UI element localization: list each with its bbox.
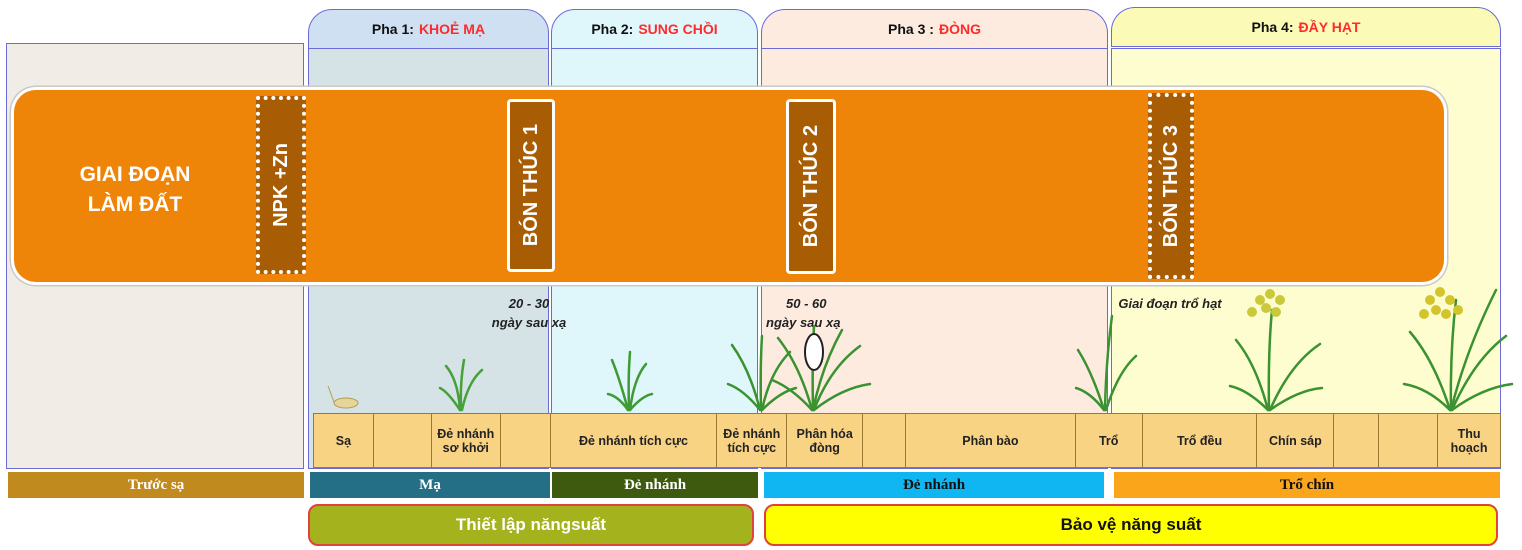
fertilizer-top-dressing-3: BÓN THÚC 3 <box>1148 93 1194 279</box>
main-process-bar <box>14 90 1444 282</box>
phase-4-name: ĐẦY HẠT <box>1298 19 1361 35</box>
stage-cell <box>1334 414 1380 467</box>
phase-1-name: KHOẺ MẠ <box>418 21 486 37</box>
stage-cell: Sạ <box>314 414 374 467</box>
phase-4-header: Pha 4:ĐẦY HẠT <box>1111 7 1501 47</box>
stage-cell: Thu hoạch <box>1450 426 1488 455</box>
growth-stage-row: Sạ Đẻ nhánh sơ khởi Đẻ nhánh tích cực Đẻ… <box>313 413 1501 468</box>
stage-cell: Phân hóa đòng <box>787 414 864 467</box>
band-seedling: Mạ <box>310 472 550 498</box>
stage-cell: Đẻ nhánh tích cực <box>717 414 788 467</box>
phase-4-prefix: Pha 4: <box>1251 19 1294 35</box>
fertilizer-top-dressing-2: BÓN THÚC 2 <box>786 99 836 274</box>
stage-cell: Trổ <box>1076 414 1143 467</box>
phase-2-header: Pha 2:SUNG CHỒI <box>551 9 758 49</box>
fertilizer-top-dressing-1: BÓN THÚC 1 <box>507 99 555 272</box>
phase-3-header: Pha 3 :ĐÒNG <box>761 9 1108 49</box>
top-dressing-1-timing: 20 - 30 ngày sau xạ <box>470 294 588 332</box>
stage-cell: Trổ đều <box>1143 414 1258 467</box>
land-preparation-label: GIAI ĐOẠN LÀM ĐẤT <box>79 163 191 216</box>
stage-cell: Phân bào <box>906 414 1076 467</box>
band-tillering-early: Đẻ nhánh <box>552 472 758 498</box>
fertilizer-top-dressing-1-label: BÓN THÚC 1 <box>519 124 542 247</box>
stage-cell: Chín sáp <box>1257 414 1335 467</box>
stage-cell <box>863 414 907 467</box>
phase-1-header: Pha 1:KHOẺ MẠ <box>308 9 549 49</box>
top-dressing-2-unit: ngày sau xạ <box>766 315 841 330</box>
band-heading-ripening: Trổ chín <box>1114 472 1500 498</box>
top-dressing-3-timing: Giai đoạn trổ hạt <box>1118 296 1222 311</box>
top-dressing-2-days: 50 - 60 <box>786 296 827 311</box>
band-pre-sowing: Trước sạ <box>8 472 304 498</box>
top-dressing-2-timing: 50 - 60 ngày sau xạ <box>756 294 874 332</box>
stage-cell <box>501 414 551 467</box>
phase-2-name: SUNG CHỒI <box>638 21 718 37</box>
stage-cell: Đẻ nhánh tích cực <box>551 414 718 467</box>
top-dressing-1-unit: ngày sau xạ <box>491 315 567 330</box>
fertilizer-npk-zn: NPK +Zn <box>256 96 306 274</box>
yield-protection: Bảo vệ năng suất <box>764 504 1498 546</box>
top-dressing-1-days: 20 - 30 <box>508 296 550 311</box>
phase-2-prefix: Pha 2: <box>591 21 634 37</box>
fertilizer-npk-zn-label: NPK +Zn <box>269 143 292 227</box>
stage-cell: Đẻ nhánh sơ khởi <box>432 414 501 467</box>
phase-3-name: ĐÒNG <box>938 21 981 37</box>
yield-establishment: Thiết lập năngsuất <box>308 504 754 546</box>
phase-3-prefix: Pha 3 : <box>888 21 934 37</box>
phase-1-prefix: Pha 1: <box>371 21 414 37</box>
fertilizer-top-dressing-3-label: BÓN THÚC 3 <box>1159 124 1182 248</box>
stage-cell <box>374 414 432 467</box>
band-tillering-late: Đẻ nhánh <box>764 472 1104 498</box>
fertilizer-top-dressing-2-label: BÓN THÚC 2 <box>799 125 822 248</box>
stage-cell <box>1379 414 1439 467</box>
